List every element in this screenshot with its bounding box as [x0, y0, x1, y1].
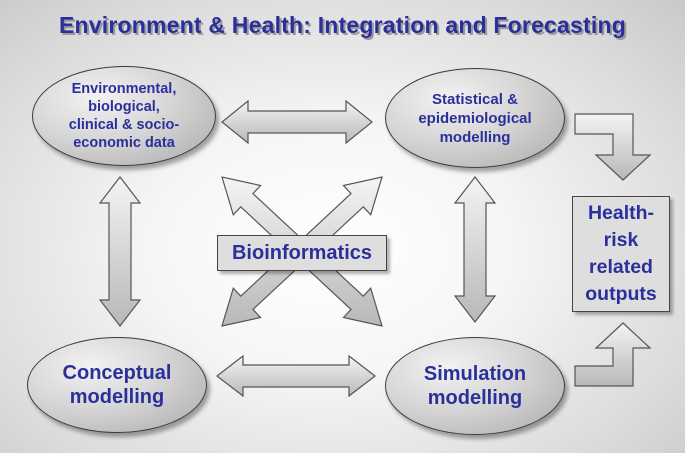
simulation-modelling-label: Simulation modelling	[423, 363, 527, 409]
data-node: Environmental, biological, clinical & so…	[32, 66, 216, 166]
data-node-label: Environmental, biological, clinical & so…	[68, 81, 180, 151]
bioinformatics-box: Bioinformatics	[217, 235, 387, 271]
health-risk-outputs-label: Health- risk related outputs	[585, 202, 657, 305]
conceptual-modelling-node: Conceptual modelling	[27, 337, 207, 433]
arrow-simulation-to-outputs	[574, 322, 652, 387]
arrow-statistical-to-simulation	[453, 176, 497, 323]
arrow-data-to-statistical	[221, 99, 373, 145]
diagram-title: Environment & Health: Integration and Fo…	[59, 12, 626, 38]
arrow-data-to-conceptual	[98, 176, 142, 327]
statistical-modelling-label: Statistical & epidemiological modelling	[418, 90, 532, 146]
simulation-modelling-node: Simulation modelling	[385, 337, 565, 435]
health-risk-outputs-box: Health- risk related outputs	[572, 196, 670, 312]
conceptual-modelling-label: Conceptual modelling	[62, 362, 172, 408]
bioinformatics-label: Bioinformatics	[231, 241, 373, 264]
arrow-conceptual-to-simulation	[216, 354, 376, 398]
statistical-modelling-node: Statistical & epidemiological modelling	[385, 68, 565, 168]
arrow-statistical-to-outputs	[574, 113, 652, 181]
